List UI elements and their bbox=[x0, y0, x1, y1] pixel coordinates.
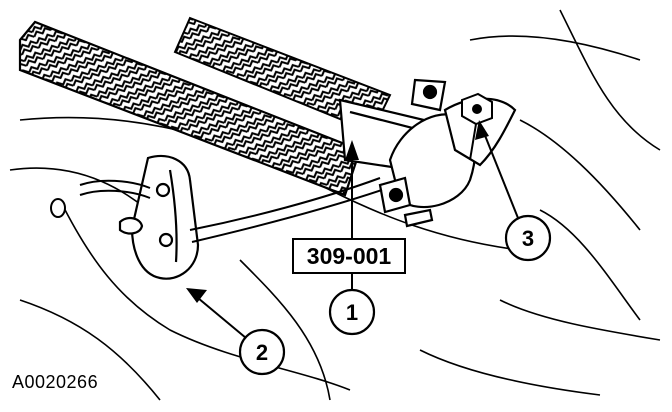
callout-3-label: 3 bbox=[522, 226, 534, 251]
callout-3: 3 bbox=[504, 214, 552, 262]
arrowheads bbox=[186, 120, 489, 303]
tool-label: 309-001 bbox=[307, 243, 392, 269]
flange-bracket bbox=[378, 78, 517, 228]
callout-1-label: 1 bbox=[346, 300, 358, 325]
background-outlines bbox=[9, 9, 661, 401]
figure-id: A0020266 bbox=[12, 372, 99, 392]
exhaust-hanger-isolator bbox=[118, 154, 200, 280]
flange-nut bbox=[461, 92, 493, 161]
callout-2: 2 bbox=[238, 328, 286, 376]
tool-label-box: 309-001 bbox=[292, 238, 406, 274]
body-fastener bbox=[50, 198, 66, 218]
callout-1: 1 bbox=[328, 288, 376, 336]
callout-2-label: 2 bbox=[256, 340, 268, 365]
hanger-rod bbox=[79, 177, 383, 243]
